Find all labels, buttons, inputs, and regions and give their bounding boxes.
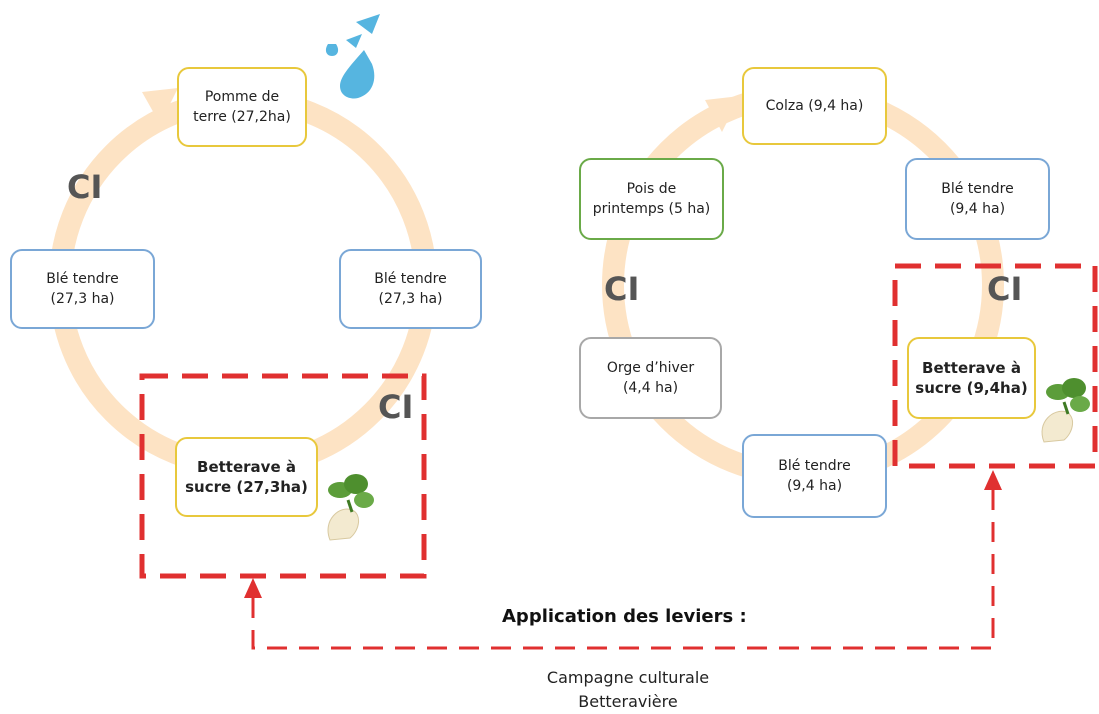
right-dashed-highlight [892,263,1098,469]
ci-label-left-top: CI [67,168,103,206]
crop-ble-tendre-top-right: Blé tendre (9,4 ha) [905,158,1050,240]
crop-label: Colza (9,4 ha) [765,98,864,114]
sugar-beet-icon [1041,378,1090,443]
crop-pois-de-printemps: Pois de printemps (5 ha) [579,158,724,240]
crop-betterave-left: Betterave à sucre (27,3ha) [175,437,318,517]
dashed-connector [251,488,995,650]
crop-label: Blé tendre (27,3 ha) [46,271,119,307]
levers-title: Application des leviers : [502,606,747,627]
crop-ble-tendre-left: Blé tendre (27,3 ha) [10,249,155,329]
crop-label: Pomme de terre (27,2ha) [193,89,291,125]
crop-label: Pois de printemps (5 ha) [592,181,711,217]
campaign-subtitle: Campagne culturale Betteravière [546,668,710,711]
crop-orge-hiver: Orge d’hiver (4,4 ha) [579,337,722,419]
ci-label-right-left: CI [604,270,640,308]
right-ring-arrowhead [705,96,740,132]
left-dashed-highlight [139,373,427,579]
crop-label: Betterave à sucre (27,3ha) [185,458,308,496]
crop-label: Orge d’hiver (4,4 ha) [606,360,695,396]
crop-pomme-de-terre: Pomme de terre (27,2ha) [177,67,307,147]
crop-label: Blé tendre (9,4 ha) [778,458,851,494]
crop-betterave-right: Betterave à sucre (9,4ha) [907,337,1036,419]
sugar-beet-icon [327,474,374,541]
crop-ble-tendre-right: Blé tendre (27,3 ha) [339,249,482,329]
crop-label: Blé tendre (9,4 ha) [941,181,1014,217]
ci-label-left-bottom: CI [378,388,414,426]
left-connector-arrowhead [244,578,262,598]
crop-label: Blé tendre (27,3 ha) [374,271,447,307]
left-ring-arrowhead [142,88,178,124]
crop-label: Betterave à sucre (9,4ha) [915,359,1028,397]
right-connector-arrowhead [984,470,1002,490]
crop-ble-tendre-bottom: Blé tendre (9,4 ha) [742,434,887,518]
crop-colza: Colza (9,4 ha) [742,67,887,145]
water-drop-icon [325,14,380,99]
ci-label-right-right: CI [987,270,1023,308]
